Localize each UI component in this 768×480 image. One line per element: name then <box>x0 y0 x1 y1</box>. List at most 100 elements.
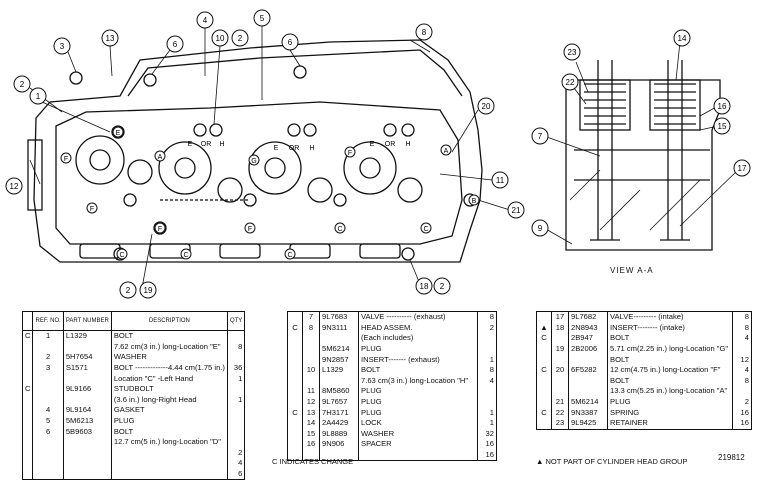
ref-no-cell <box>32 341 64 353</box>
svg-text:18: 18 <box>420 282 429 291</box>
callout-6-a: 6 <box>166 35 184 53</box>
svg-text:22: 22 <box>566 78 575 87</box>
description-cell: 12 cm(4.75 in.) long-Location "F" <box>607 364 733 376</box>
loc-E-4: E <box>370 141 375 148</box>
qty-cell: 8 <box>732 375 752 387</box>
table-row: (Each includes) <box>287 333 497 344</box>
cylinder-head-diagram: 4 5 3 13 6 10 2 6 8 2 1 20 12 11 21 2 19… <box>5 9 751 299</box>
description-cell: BOLT -------------4.44 cm(1.75 in.) <box>110 362 228 374</box>
change-note: C INDICATES CHANGE <box>272 457 354 466</box>
svg-text:E: E <box>370 141 375 148</box>
callout-view-22: 22 <box>561 73 579 91</box>
part-number-cell: 5M6213 <box>62 415 112 427</box>
table-row: 13.3 cm(5.25 in.) long-Location "A" <box>536 386 752 397</box>
ref-no-cell <box>551 354 569 365</box>
callout-view-16: 16 <box>713 97 731 115</box>
callout-18: 18 <box>415 277 433 295</box>
change-mark-cell <box>21 405 34 416</box>
qty-cell: 16 <box>732 417 752 430</box>
svg-text:C: C <box>423 226 428 233</box>
qty-cell <box>226 405 246 416</box>
qty-cell: 36 <box>226 362 246 374</box>
qty-cell: 16 <box>732 407 752 418</box>
description-cell: BOLT <box>607 375 733 387</box>
ref-no-cell <box>32 383 64 395</box>
ref-no-cell: 7 <box>302 311 320 323</box>
svg-text:20: 20 <box>482 102 491 111</box>
or-label-2: OR <box>289 145 300 152</box>
qty-cell: 8 <box>732 322 752 334</box>
ref-no-cell <box>551 386 569 397</box>
change-mark-cell <box>21 426 34 437</box>
change-mark-cell <box>287 428 303 440</box>
head-outline <box>33 39 483 263</box>
table-row: 6 <box>21 468 246 480</box>
part-number-cell: 9L9166 <box>62 383 112 395</box>
empty-cell <box>62 447 112 459</box>
svg-text:C: C <box>183 252 188 259</box>
part-number-cell: 5M6214 <box>319 343 359 355</box>
svg-text:F: F <box>348 150 352 157</box>
svg-text:2: 2 <box>238 34 243 43</box>
svg-text:2: 2 <box>440 282 445 291</box>
part-number-cell: L1329 <box>62 330 112 342</box>
part-number-cell: 9N2857 <box>319 354 359 365</box>
ref-no-cell: 5 <box>32 415 64 427</box>
change-mark-cell <box>21 415 34 427</box>
qty-cell: 4 <box>226 458 246 469</box>
table-header: REF. NO. PART NUMBER DESCRIPTION QTY <box>21 311 246 331</box>
ref-no-cell <box>302 333 320 344</box>
loc-H-1: H <box>219 141 224 148</box>
part-number-header: PART NUMBER <box>62 311 112 331</box>
change-mark-cell: C <box>21 383 34 395</box>
description-cell: PLUG <box>358 396 478 408</box>
svg-text:13: 13 <box>106 34 115 43</box>
callout-view-23: 23 <box>563 43 581 61</box>
part-number-cell: 9N3387 <box>568 407 608 418</box>
qty-cell: 8 <box>732 311 752 323</box>
description-cell: (3.6 in.) long-Right Head <box>110 394 228 406</box>
part-number-cell: 6F5282 <box>568 364 608 376</box>
change-mark-cell <box>287 417 303 429</box>
ref-no-cell: 12 <box>302 396 320 408</box>
change-mark-cell <box>536 354 552 365</box>
callout-view-14: 14 <box>673 29 691 47</box>
qty-cell: 2 <box>226 447 246 459</box>
change-mark-cell <box>287 311 303 323</box>
change-mark-cell <box>21 352 34 363</box>
callout-1: 1 <box>29 87 47 105</box>
ref-no-cell: 13 <box>302 407 320 418</box>
qty-cell: 6 <box>226 468 246 480</box>
ref-no-cell <box>551 333 569 344</box>
empty-cell <box>110 447 228 459</box>
qty-cell: 16 <box>477 439 497 450</box>
callout-view-15: 15 <box>713 117 731 135</box>
svg-text:H: H <box>219 141 224 148</box>
qty-cell <box>477 343 497 355</box>
description-header: DESCRIPTION <box>110 311 228 331</box>
loc-H-3: H <box>405 141 410 148</box>
description-cell: Location "C" -Left Hand <box>110 373 228 384</box>
change-mark-cell <box>536 375 552 387</box>
ref-no-cell <box>32 436 64 448</box>
change-mark-cell <box>287 396 303 408</box>
callout-4: 4 <box>196 11 214 29</box>
svg-text:23: 23 <box>568 48 577 57</box>
svg-text:7: 7 <box>538 132 543 141</box>
description-cell: PLUG <box>607 396 733 408</box>
description-cell: RETAINER <box>607 417 733 430</box>
qty-cell: 4 <box>732 364 752 376</box>
change-mark-cell <box>287 354 303 365</box>
